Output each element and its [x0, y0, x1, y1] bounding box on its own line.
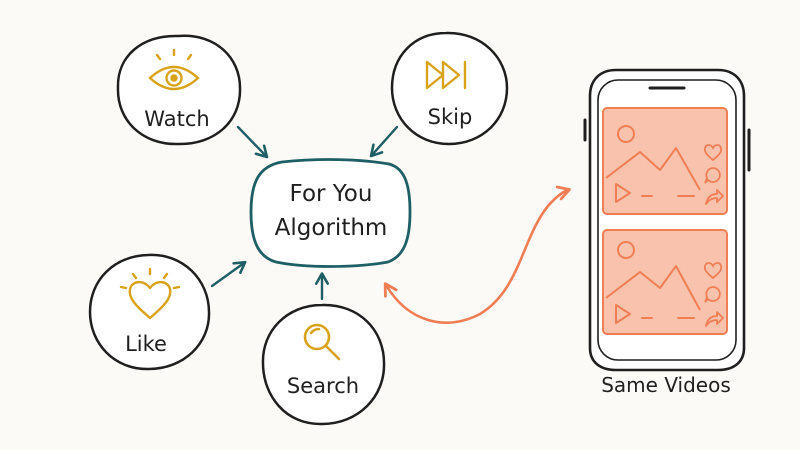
- search-label: Search: [287, 374, 359, 398]
- fast-forward-icon: [425, 60, 467, 90]
- arrow-like-to-algorithm: [210, 260, 247, 288]
- comment-icon: [704, 286, 721, 303]
- algorithm-title-line2: Algorithm: [275, 215, 388, 241]
- image-placeholder-icon: [605, 147, 701, 191]
- algorithm-title-line1: For You: [290, 181, 373, 207]
- arrow-watch-to-algorithm: [236, 125, 269, 159]
- algorithm-node: For You Algorithm: [249, 158, 412, 268]
- magnifier-icon: [303, 323, 341, 361]
- share-icon: [705, 189, 724, 205]
- phone-caption: Same Videos: [601, 373, 731, 397]
- like-node: Like: [88, 253, 211, 371]
- skip-label: Skip: [428, 105, 473, 129]
- play-icon: [615, 304, 631, 324]
- heart-icon: [119, 267, 181, 320]
- video-card-1: [602, 107, 728, 215]
- play-icon: [615, 183, 631, 203]
- heart-icon: [703, 144, 723, 162]
- phone: [583, 68, 751, 372]
- share-icon: [705, 311, 724, 327]
- heart-icon: [703, 262, 723, 280]
- avatar: [617, 241, 635, 259]
- skip-node: Skip: [390, 31, 509, 146]
- arrow-skip-to-algorithm: [369, 125, 399, 158]
- video-card-2: [602, 229, 728, 335]
- avatar: [617, 125, 635, 143]
- image-placeholder-icon: [605, 265, 701, 311]
- like-label: Like: [125, 332, 167, 356]
- eye-icon: [148, 48, 200, 91]
- feedback-loop-arrow: [383, 185, 571, 324]
- comment-icon: [704, 167, 721, 184]
- watch-node: Watch: [116, 34, 242, 146]
- search-node: Search: [261, 303, 386, 426]
- watch-label: Watch: [144, 107, 209, 131]
